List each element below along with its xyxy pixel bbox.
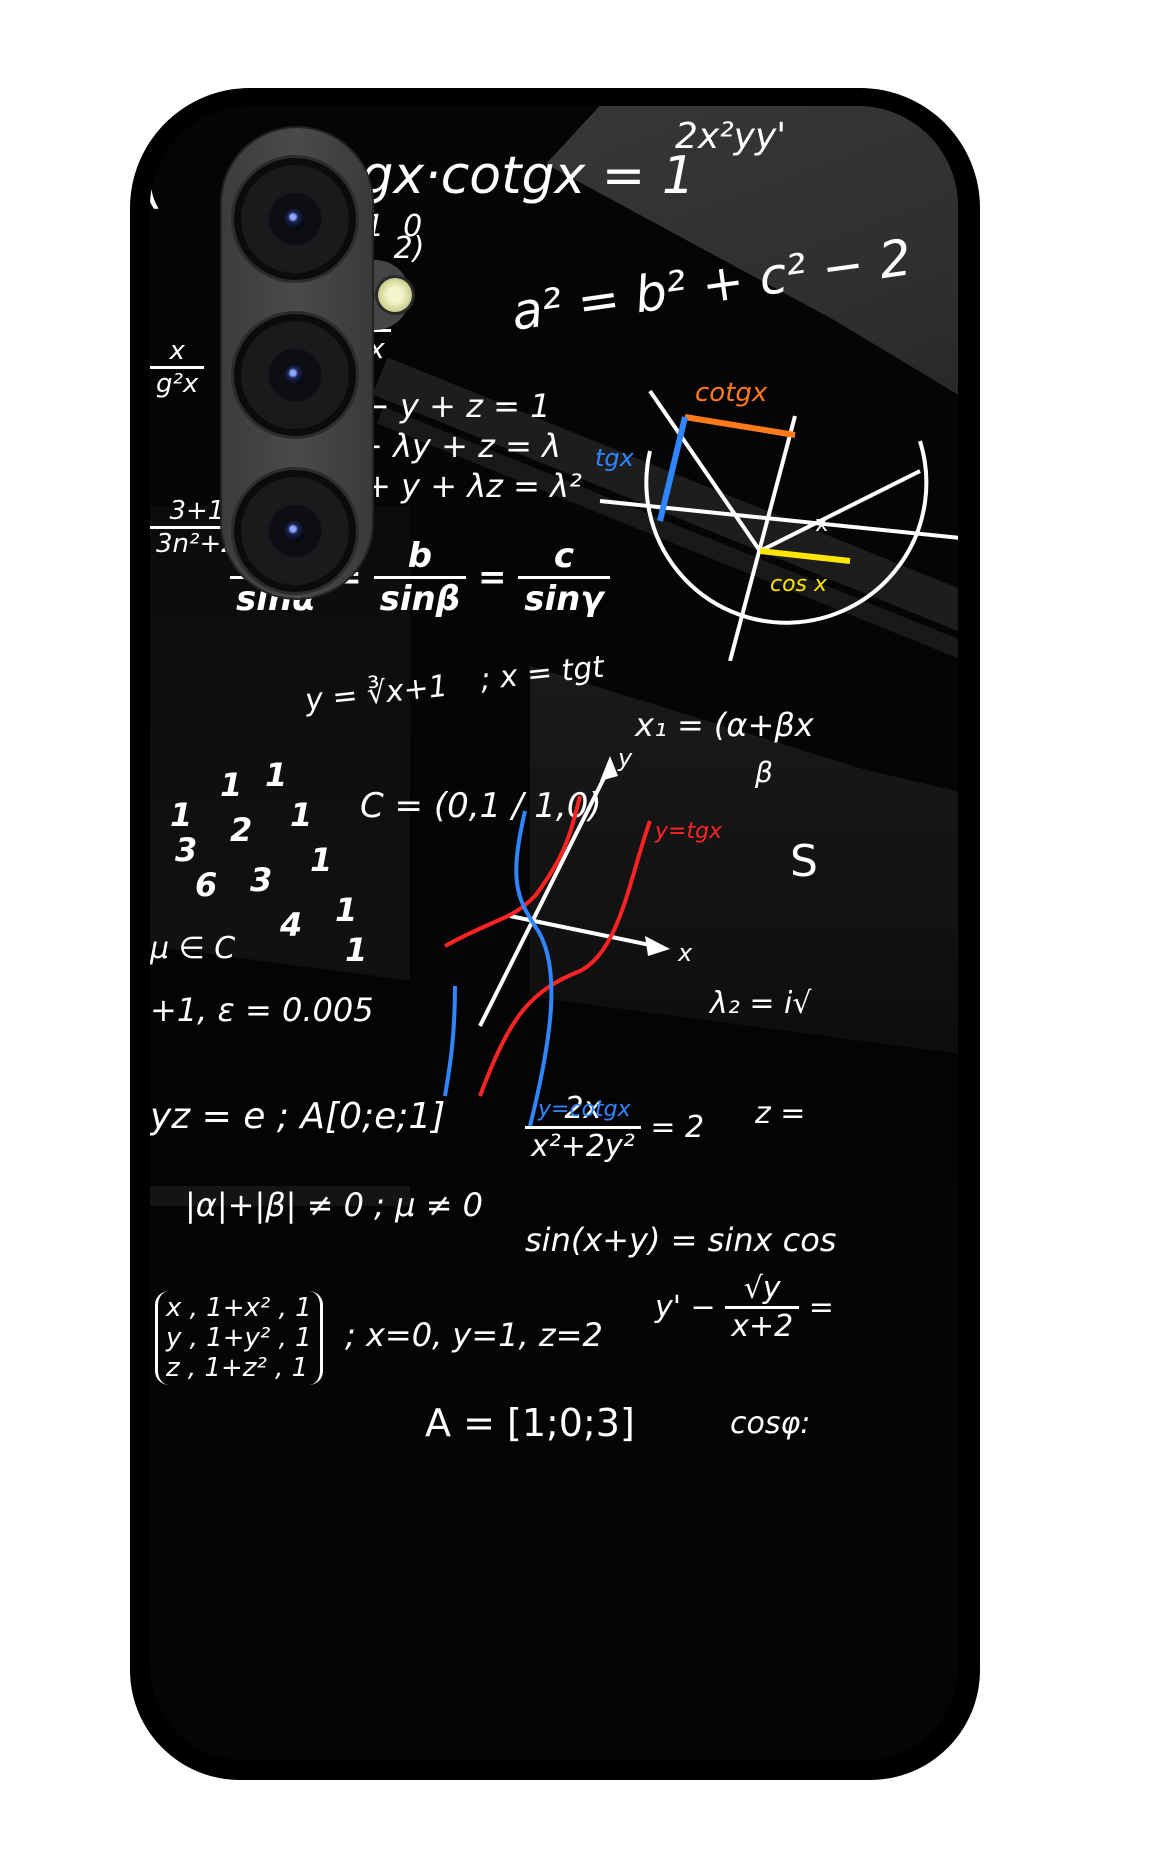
tg-graph-label: y=tgx: [654, 819, 723, 844]
cloud-digit: 1: [220, 766, 243, 804]
formula-abs-neq: |α|+|β| ≠ 0 ; μ ≠ 0: [185, 1186, 483, 1224]
formula-sin-sum: sin(x+y) = sinx cos: [525, 1221, 837, 1259]
cloud-digit: 3: [250, 861, 273, 899]
lens-pupil: [285, 521, 305, 541]
axis-x-label: x: [677, 939, 693, 967]
tg-cotg-graph: y x y=tgx y=cotgx: [443, 746, 723, 1126]
y-prime-num: √y: [725, 1271, 800, 1309]
formula-matrix-fragment: 1 0 2): [365, 209, 425, 266]
formula-s-fragment: S: [790, 836, 818, 887]
cloud-digit: 2: [230, 811, 253, 849]
matrix-row: y , 1+y² , 1: [166, 1323, 312, 1353]
left-frac-den: g²x: [156, 369, 199, 399]
tg-label: tgx: [595, 444, 635, 472]
cos-label: cos x: [770, 572, 828, 597]
cloud-digit: 1: [290, 796, 313, 834]
formula-tg-cotg: tgx·cotgx = 1: [340, 146, 695, 206]
formula-a-vector: A = [1;0;3]: [425, 1401, 635, 1445]
los-c-den: sinγ: [524, 579, 604, 619]
flash-icon: [378, 278, 412, 312]
cloud-digit: 1: [265, 756, 288, 794]
formula-mu-in-c: μ ∈ C: [150, 931, 236, 966]
los-b-num: b: [373, 536, 467, 579]
cloud-digit: 6: [195, 866, 218, 904]
cloud-digit: 4: [280, 906, 303, 944]
matrix-row: z , 1+z² , 1: [166, 1353, 309, 1383]
cotg-graph-label: y=cotgx: [537, 1097, 632, 1122]
cloud-digit: 1: [310, 841, 333, 879]
cloud-digit: 1: [345, 931, 368, 969]
formula-x1: x₁ = (α+βx: [635, 706, 814, 744]
phone-case: ( tgx·cotgx = 1 2x²yy' 1 0 2) a² = b² + …: [130, 88, 980, 1780]
camera-lens-icon: [234, 158, 356, 280]
formula-top-right: 2x²yy': [675, 116, 787, 157]
formula-xyz-values: ; x=0, y=1, z=2: [345, 1316, 603, 1354]
cotg-label: cotgx: [695, 378, 768, 408]
cloud-digit: 1: [170, 796, 193, 834]
y-prime-eq: =: [808, 1290, 834, 1325]
los-c-num: c: [518, 536, 610, 579]
system-line: x + y + λz = λ²: [335, 467, 582, 505]
formula-big-matrix: x , 1+x² , 1 y , 1+y² , 1 z , 1+z² , 1: [155, 1291, 323, 1385]
cloud-digit: 3: [175, 831, 198, 869]
unit-circle-diagram: cotgx tgx cos x x: [595, 378, 958, 661]
case-print: ( tgx·cotgx = 1 2x²yy' 1 0 2) a² = b² + …: [150, 106, 958, 1760]
lens-pupil: [285, 365, 305, 385]
frac-2x-eq: = 2: [650, 1110, 705, 1145]
frac-2x-den: x²+2y²: [531, 1129, 635, 1164]
cloud-digit: 1: [335, 891, 358, 929]
los-b-den: sinβ: [379, 579, 461, 619]
formula-matrix-c: C = (0,1 / 1,0): [360, 786, 602, 826]
angle-label: x: [815, 512, 828, 537]
matrix-row: x , 1+x² , 1: [166, 1293, 312, 1323]
formula-cos-phi: cosφ:: [730, 1406, 811, 1441]
paren-fragment: (: [150, 146, 163, 216]
formula-z-eq: z =: [755, 1096, 806, 1131]
formula-x1-below: β: [755, 756, 773, 789]
left-frac-num: x: [150, 336, 205, 369]
lens-pupil: [285, 209, 305, 229]
camera-lens-icon: [234, 314, 356, 436]
y-prime-den: x+2: [731, 1309, 794, 1344]
formula-lambda2: λ₂ = i√: [710, 986, 812, 1021]
y-prime-lhs: y' −: [655, 1290, 716, 1325]
formula-epsilon: +1, ε = 0.005: [150, 991, 374, 1029]
camera-lens-icon: [234, 470, 356, 592]
axis-y-label: y: [617, 746, 633, 772]
frac-2x-num: 2x: [525, 1091, 641, 1129]
formula-yz-e: yz = e ; A[0;e;1]: [150, 1096, 446, 1137]
